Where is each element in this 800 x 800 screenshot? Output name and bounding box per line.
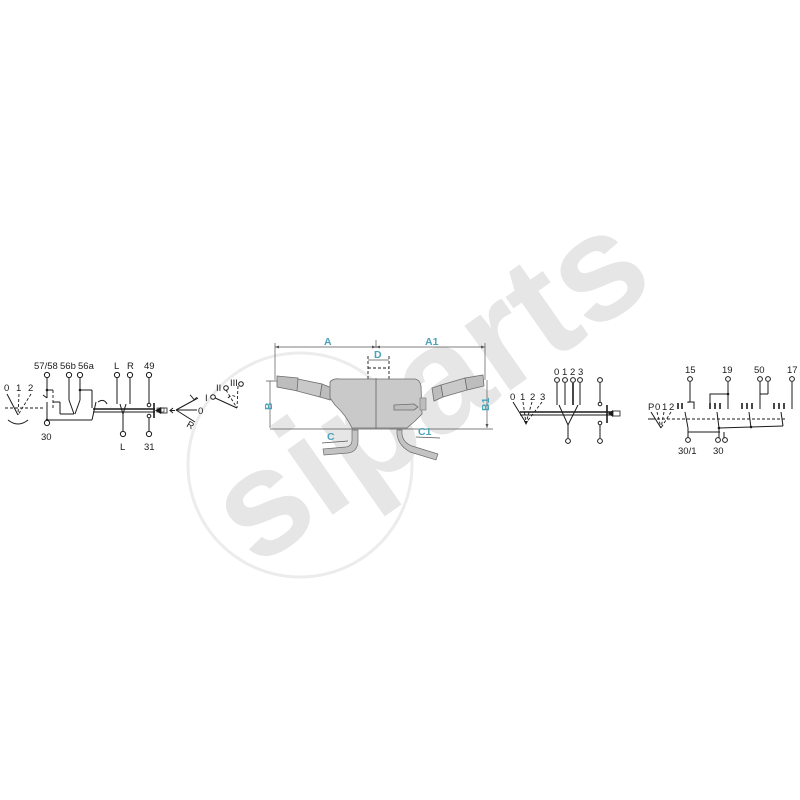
position-label-2: 2 xyxy=(28,383,33,394)
terminal-label-15: 15 xyxy=(685,365,696,376)
terminal-label-50: 50 xyxy=(754,365,765,376)
rotary-label-II: II xyxy=(216,383,221,394)
terminal-L-top xyxy=(113,371,121,379)
terminal-label-L-top: L xyxy=(114,361,119,372)
terminal-label-R: R xyxy=(127,361,134,372)
dimension-label-B1: B1 xyxy=(480,397,492,411)
position-label-0: 0 xyxy=(655,402,660,413)
switch-housing xyxy=(329,378,427,429)
dimension-label-C1: C1 xyxy=(418,426,432,438)
left-stalk xyxy=(276,375,333,401)
terminal-label-2: 2 xyxy=(570,367,575,378)
position-label-2: 2 xyxy=(669,402,674,413)
watermark: siparts xyxy=(178,175,677,595)
right-stalk xyxy=(431,374,485,402)
lever-direction-indicator: L 0 R I II III xyxy=(156,378,244,432)
rotary-label-III: III xyxy=(230,378,238,389)
switch-position-schematic: 0 1 2 3 0 1 2 3 xyxy=(510,367,621,444)
terminal-label-17: 17 xyxy=(787,365,798,376)
terminal-label-56a: 56a xyxy=(78,361,95,372)
terminal-49 xyxy=(145,371,153,379)
lever-label-R: R xyxy=(184,419,196,432)
terminal-label-57-58: 57/58 xyxy=(34,361,58,372)
position-label-1: 1 xyxy=(662,402,667,413)
terminal-label-31: 31 xyxy=(144,442,155,453)
terminal-label-19: 19 xyxy=(722,365,733,376)
terminal-label-L-bottom: L xyxy=(120,442,125,453)
dimension-label-A1: A1 xyxy=(425,336,439,348)
rotary-label-I: I xyxy=(205,393,208,404)
lever-label-0: 0 xyxy=(198,406,203,417)
terminal-56a xyxy=(76,371,84,379)
terminal-L-bottom xyxy=(119,430,127,438)
terminal-label-30: 30 xyxy=(713,446,724,457)
connector-cable-C xyxy=(322,429,359,456)
terminal-label-30-1: 30/1 xyxy=(678,446,697,457)
terminal-label-56b: 56b xyxy=(60,361,76,372)
dimension-label-C: C xyxy=(327,431,335,443)
terminal-label-1: 1 xyxy=(562,367,567,378)
position-label-1: 1 xyxy=(520,392,525,403)
terminal-label-0: 0 xyxy=(554,367,559,378)
position-label-3: 3 xyxy=(540,392,545,403)
position-label-1: 1 xyxy=(16,383,21,394)
dimension-label-B: B xyxy=(263,402,275,410)
terminal-R xyxy=(126,371,134,379)
position-label-0: 0 xyxy=(510,392,515,403)
connector-cable-C1 xyxy=(396,429,439,461)
watermark-text: siparts xyxy=(178,175,677,595)
ignition-switch-schematic: P 0 1 2 15 19 50 17 xyxy=(648,365,798,457)
combination-switch-dimension-drawing: A A1 D B B1 xyxy=(263,336,493,461)
terminal-57-58 xyxy=(43,371,51,379)
dimension-label-A: A xyxy=(324,336,332,348)
terminal-30 xyxy=(43,419,51,427)
terminal-label-3: 3 xyxy=(578,367,583,378)
lever-label-L: L xyxy=(188,391,199,403)
dimension-label-D: D xyxy=(374,349,382,361)
position-label-2: 2 xyxy=(530,392,535,403)
terminal-56b xyxy=(65,371,73,379)
position-label-P: P xyxy=(648,402,654,413)
terminal-31 xyxy=(145,430,153,438)
terminal-label-49: 49 xyxy=(144,361,155,372)
position-label-0: 0 xyxy=(4,383,9,394)
wiper-switch-schematic: 0 1 2 57/58 56b 56a L R 49 xyxy=(4,361,175,453)
terminal-label-30: 30 xyxy=(41,432,52,443)
